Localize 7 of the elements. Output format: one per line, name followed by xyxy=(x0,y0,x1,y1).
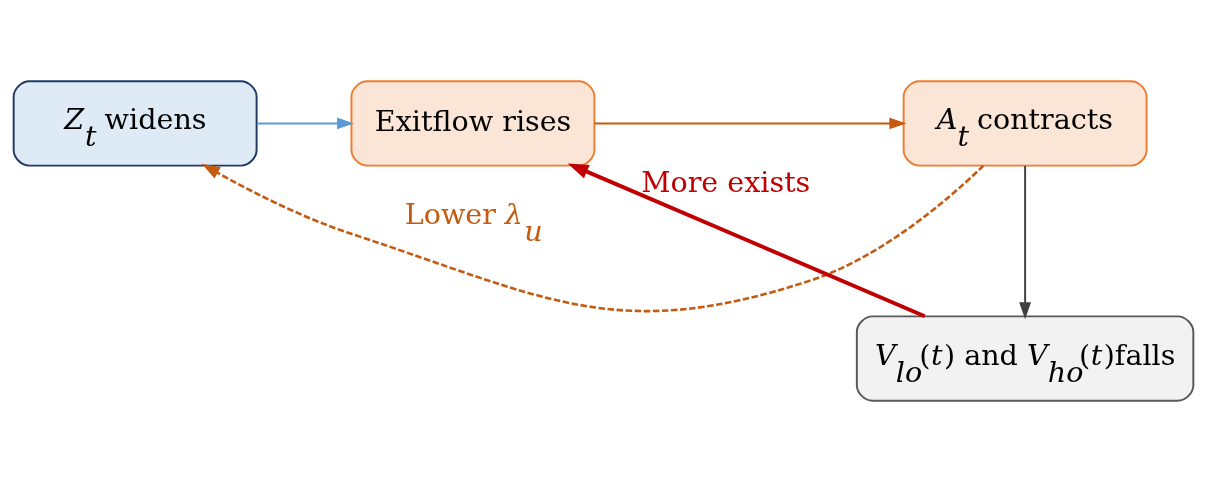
arrow xyxy=(567,163,926,318)
edge-label: More exists xyxy=(641,164,811,199)
arrow xyxy=(201,163,985,313)
arrow xyxy=(593,117,907,130)
arrow xyxy=(256,117,354,130)
arrow xyxy=(1019,165,1031,320)
node-box: Exitflow rises xyxy=(350,80,596,167)
